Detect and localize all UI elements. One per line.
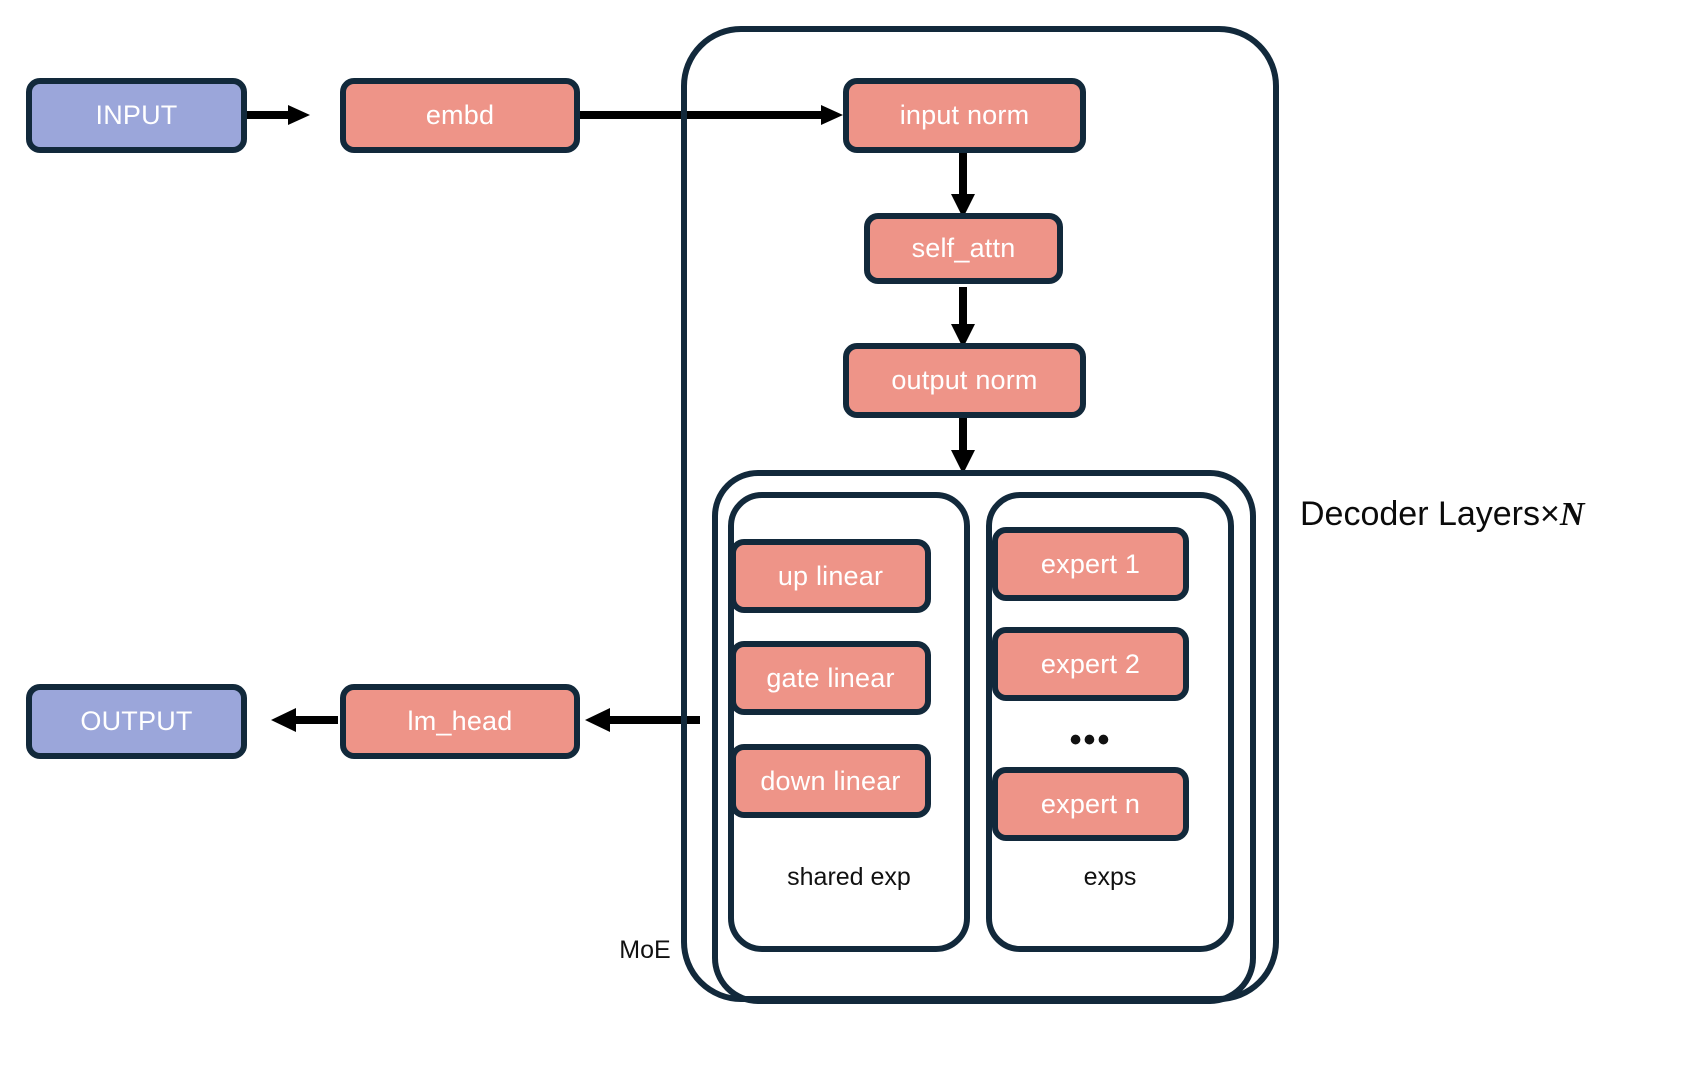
- shared-exp-caption: shared exp: [787, 863, 911, 891]
- moe-caption: MoE: [619, 936, 671, 964]
- input-norm-node[interactable]: input norm: [843, 78, 1086, 153]
- exps-caption: exps: [1083, 863, 1137, 891]
- self-attn-node[interactable]: self_attn: [864, 213, 1063, 284]
- gate-linear-node[interactable]: gate linear: [730, 641, 931, 715]
- expert-2-node[interactable]: expert 2: [992, 627, 1189, 701]
- expert-1-node[interactable]: expert 1: [992, 527, 1189, 601]
- decoder-layers-label-text: Decoder Layers×: [1300, 495, 1560, 533]
- experts-ellipsis: •••: [1069, 721, 1112, 759]
- lm-head-node[interactable]: lm_head: [340, 684, 580, 759]
- decoder-layers-count-var: N: [1559, 496, 1585, 533]
- moe-container: [712, 470, 1256, 1004]
- output-node[interactable]: OUTPUT: [26, 684, 247, 759]
- shared-exp-container: [728, 492, 970, 952]
- decoder-layers-label: Decoder Layers×N: [1300, 497, 1584, 532]
- up-linear-node[interactable]: up linear: [730, 539, 931, 613]
- arrow-lm-head-to-output: [271, 708, 338, 732]
- exps-container: [986, 492, 1234, 952]
- expert-n-node[interactable]: expert n: [992, 767, 1189, 841]
- input-node[interactable]: INPUT: [26, 78, 247, 153]
- output-norm-node[interactable]: output norm: [843, 343, 1086, 418]
- down-linear-node[interactable]: down linear: [730, 744, 931, 818]
- arrow-input-to-embd: [247, 105, 310, 125]
- embd-node[interactable]: embd: [340, 78, 580, 153]
